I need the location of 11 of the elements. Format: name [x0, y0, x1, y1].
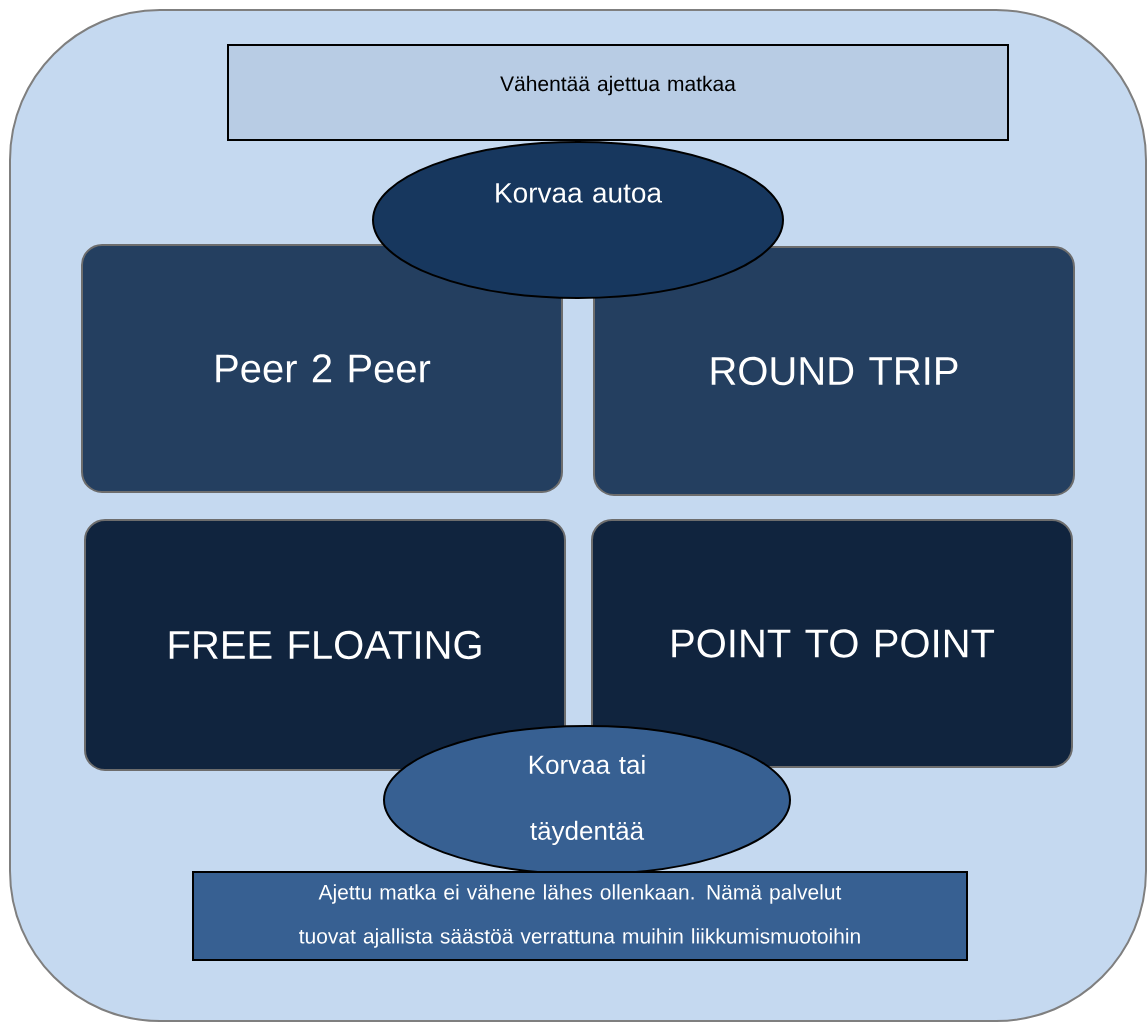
label-box	[227, 44, 1009, 141]
node-label: Vähentää ajettua matkaa	[500, 75, 736, 96]
node-label: Ajettu matka ei vähene lähes ollenkaan. Nämä palvelut tuovat ajallista säästöä verrattuna muihin liikkumismuotoihin	[299, 884, 860, 948]
node-label: FREE FLOATING	[169, 630, 481, 660]
category-box	[593, 246, 1075, 496]
description-box	[192, 871, 968, 961]
category-box	[81, 244, 563, 493]
node-label: ROUND TRIP	[711, 356, 958, 386]
node-label: POINT TO POINT	[672, 629, 995, 658]
node-label: Peer 2 Peer	[216, 354, 431, 383]
ellipse-label	[372, 141, 784, 299]
